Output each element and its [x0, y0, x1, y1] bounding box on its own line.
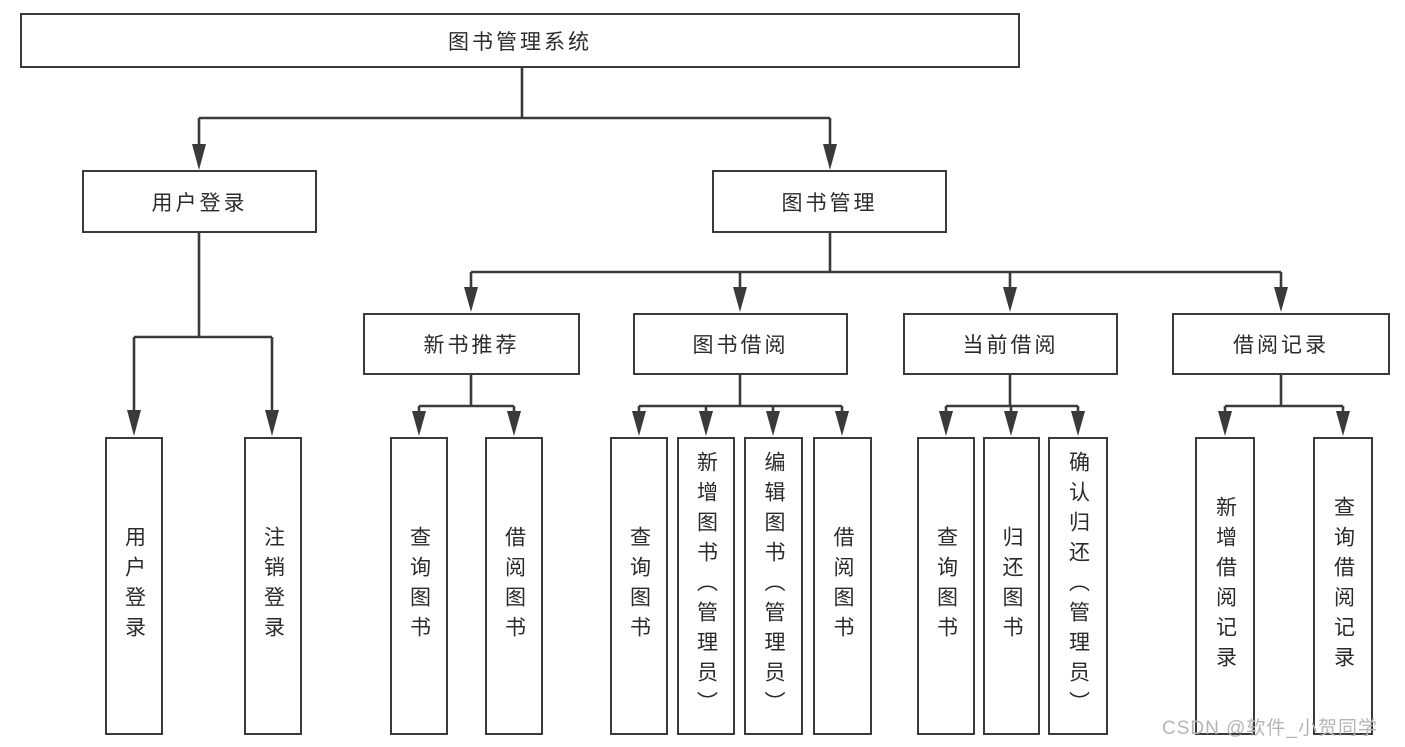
- node-user-login-leaf: 用户登录: [105, 437, 163, 735]
- node-label: 图书管理系统: [448, 30, 592, 54]
- arrowhead-icon: [1071, 411, 1085, 436]
- node-label: 查询图书: [407, 526, 431, 646]
- connector-user-login: [127, 233, 279, 436]
- arrowhead-icon: [939, 411, 953, 436]
- arrowhead-icon: [1003, 287, 1017, 312]
- connector-book-borrow: [632, 375, 849, 436]
- node-label: 用户登录: [151, 191, 248, 215]
- arrowhead-icon: [699, 411, 713, 436]
- node-borrow-records: 借阅记录: [1172, 313, 1390, 375]
- node-borrow-books-leaf: 借阅图书: [813, 437, 872, 735]
- arrowhead-icon: [412, 411, 426, 436]
- arrowhead-icon: [835, 411, 849, 436]
- arrowhead-icon: [192, 144, 206, 170]
- node-label: 新增借阅记录: [1213, 496, 1237, 676]
- node-logout: 注销登录: [244, 437, 302, 735]
- node-label: 用户登录: [122, 526, 146, 646]
- arrowhead-icon: [1274, 287, 1288, 312]
- node-book-borrow: 图书借阅: [633, 313, 848, 375]
- node-label: 查询图书: [627, 526, 651, 646]
- node-label: 图书管理: [781, 191, 878, 215]
- node-query-books-recommend: 查询图书: [390, 437, 448, 735]
- arrowhead-icon: [1218, 411, 1232, 436]
- node-query-books-borrow: 查询图书: [610, 437, 668, 735]
- node-label: 当前借阅: [962, 334, 1059, 357]
- node-current-borrow: 当前借阅: [903, 313, 1118, 375]
- node-confirm-return-admin: 确认归还（管理员）: [1048, 437, 1108, 735]
- node-label: 查询图书: [934, 526, 958, 646]
- arrowhead-icon: [1004, 411, 1018, 436]
- node-root: 图书管理系统: [20, 13, 1020, 68]
- node-book-management: 图书管理: [712, 170, 947, 233]
- arrowhead-icon: [507, 411, 521, 436]
- node-label: 归还图书: [1000, 526, 1023, 646]
- node-label: 新书推荐: [423, 334, 520, 357]
- arrowhead-icon: [733, 287, 747, 312]
- node-borrow-books-recommend: 借阅图书: [485, 437, 543, 735]
- node-return-book: 归还图书: [983, 437, 1040, 735]
- connector-borrow-records: [1218, 375, 1350, 436]
- node-label: 注销登录: [261, 526, 285, 646]
- connector-book-management: [464, 233, 1288, 312]
- arrowhead-icon: [127, 410, 141, 436]
- arrowhead-icon: [265, 410, 279, 436]
- node-edit-book-admin: 编辑图书（管理员）: [744, 437, 803, 735]
- arrowhead-icon: [766, 411, 780, 436]
- node-label: 确认归还（管理员）: [1066, 451, 1090, 721]
- node-add-book-admin: 新增图书（管理员）: [677, 437, 735, 735]
- node-query-books-current: 查询图书: [917, 437, 975, 735]
- node-label: 借阅图书: [502, 526, 526, 646]
- node-label: 新增图书（管理员）: [694, 451, 718, 721]
- node-label: 借阅图书: [831, 526, 854, 646]
- arrowhead-icon: [632, 411, 646, 436]
- watermark: CSDN @软件_小贺同学: [1162, 718, 1378, 739]
- node-query-borrow-record: 查询借阅记录: [1313, 437, 1373, 735]
- node-new-book-recommend: 新书推荐: [363, 313, 580, 375]
- node-label: 编辑图书（管理员）: [762, 451, 785, 721]
- connector-root: [192, 68, 837, 170]
- node-label: 借阅记录: [1233, 334, 1329, 357]
- node-label: 图书借阅: [692, 334, 789, 357]
- node-label: 查询借阅记录: [1331, 496, 1355, 676]
- arrowhead-icon: [464, 287, 478, 312]
- arrowhead-icon: [1336, 411, 1350, 436]
- connector-new-book-recommend: [412, 375, 521, 436]
- node-add-borrow-record: 新增借阅记录: [1195, 437, 1255, 735]
- node-user-login: 用户登录: [82, 170, 317, 233]
- connector-current-borrow: [939, 375, 1085, 436]
- arrowhead-icon: [823, 144, 837, 170]
